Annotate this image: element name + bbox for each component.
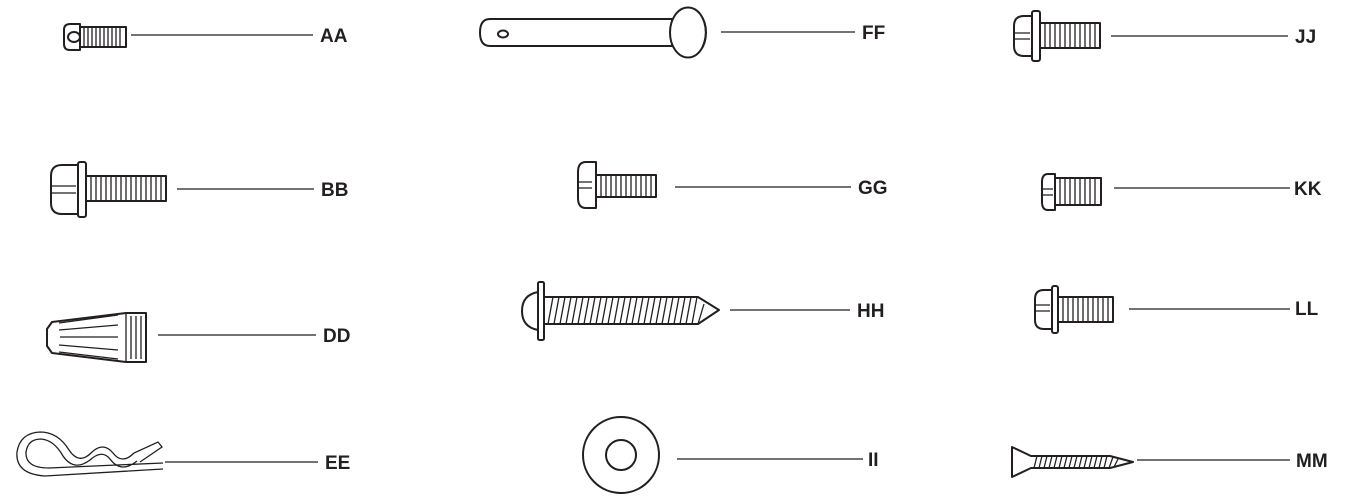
flat-washer-icon	[582, 416, 660, 494]
part-mm: MM	[1011, 446, 1328, 478]
part-gg: GG	[577, 161, 888, 209]
part-jj: JJ	[1013, 10, 1316, 62]
part-label-kk: KK	[1294, 179, 1322, 200]
part-label-aa: AA	[320, 26, 348, 47]
machine-screw-icon	[577, 161, 657, 209]
wire-nut-icon	[46, 312, 147, 363]
machine-screw-icon	[63, 23, 127, 51]
part-bb: BB	[50, 161, 348, 218]
part-label-hh: HH	[857, 301, 884, 322]
part-aa: AA	[63, 23, 348, 51]
part-label-gg: GG	[858, 178, 888, 199]
part-label-ff: FF	[862, 23, 885, 44]
washer-head-screw-icon	[1013, 10, 1101, 62]
part-label-bb: BB	[321, 180, 348, 201]
part-ii: II	[582, 416, 879, 494]
part-ee: EE	[16, 431, 350, 477]
part-label-mm: MM	[1296, 451, 1328, 472]
machine-screw-icon	[1041, 173, 1102, 211]
part-label-jj: JJ	[1295, 27, 1316, 48]
part-kk: KK	[1041, 173, 1322, 211]
part-ff: FF	[479, 6, 885, 59]
hitch-pin-clip-icon	[16, 431, 164, 477]
part-label-ee: EE	[325, 453, 350, 474]
clevis-pin-icon	[479, 6, 707, 59]
part-ll: LL	[1034, 285, 1319, 334]
part-hh: HH	[521, 281, 884, 341]
part-label-ii: II	[868, 450, 879, 471]
washer-head-screw-icon	[1034, 285, 1114, 334]
part-dd: DD	[46, 312, 350, 363]
part-label-ll: LL	[1295, 299, 1319, 320]
tapping-screw-icon	[521, 281, 720, 341]
part-label-dd: DD	[323, 326, 350, 347]
wood-screw-icon	[1011, 446, 1134, 478]
washer-head-screw-icon	[50, 161, 167, 218]
